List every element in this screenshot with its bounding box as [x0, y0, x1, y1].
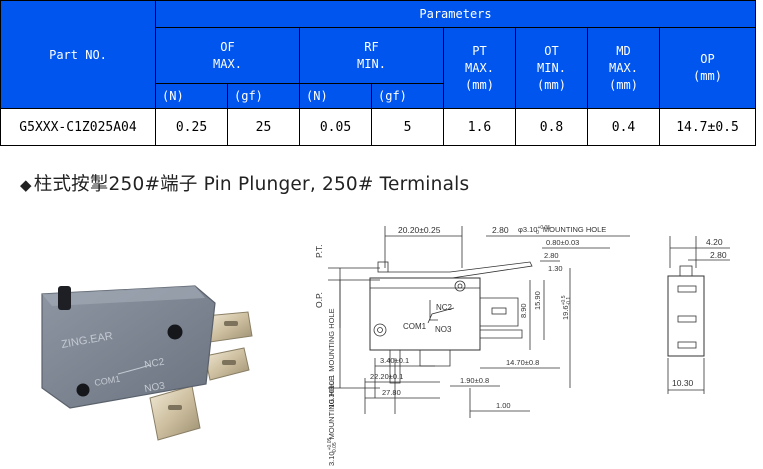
svg-text:O.P.: O.P.	[314, 292, 324, 308]
cell-of-gf: 25	[227, 108, 300, 146]
of-n-unit: (N)	[155, 83, 228, 109]
cell-rf-gf: 5	[371, 108, 444, 146]
svg-text:8.90: 8.90	[519, 303, 528, 318]
svg-text:14.70±0.8: 14.70±0.8	[506, 358, 539, 367]
svg-text:15.90: 15.90	[533, 291, 542, 310]
dimension-drawing-end: 4.20 2.80 10.30	[667, 236, 730, 394]
svg-text:1.90±0.8: 1.90±0.8	[460, 376, 489, 385]
svg-text:22.20±0.1: 22.20±0.1	[370, 372, 403, 381]
svg-text:19.6+0.5-0.1: 19.6+0.5-0.1	[561, 295, 572, 320]
terminal-com	[149, 385, 201, 441]
cell-ot: 0.8	[515, 108, 588, 146]
svg-text:COM1: COM1	[94, 374, 121, 388]
svg-text:NO3: NO3	[435, 325, 452, 334]
part-no-header: Part NO.	[0, 0, 156, 109]
svg-text:2.80: 2.80	[544, 251, 559, 260]
of-gf-unit: (gf)	[227, 83, 300, 109]
cell-of-n: 0.25	[155, 108, 228, 146]
svg-text:3.40±0.1: 3.40±0.1	[380, 356, 409, 365]
dimension-drawing-side: P.T. O.P. 10.30±0.1MOUNTING HOLE 3.10+0.…	[314, 225, 630, 466]
svg-text:NC2: NC2	[144, 357, 166, 371]
svg-text:20.20±0.25: 20.20±0.25	[398, 225, 441, 235]
svg-text:3.10+0.05-0.05MOUNTING HOLE: 3.10+0.05-0.05MOUNTING HOLE	[327, 376, 338, 466]
rf-n-unit: (N)	[299, 83, 372, 109]
svg-text:1.30: 1.30	[548, 264, 563, 273]
section-heading: ◆柱式按掣250#端子 Pin Plunger, 250# Terminals	[20, 170, 469, 196]
cell-pt: 1.6	[443, 108, 516, 146]
svg-text:NO3: NO3	[144, 380, 167, 394]
svg-text:1.00: 1.00	[496, 401, 511, 410]
svg-text:27.80: 27.80	[382, 388, 401, 397]
svg-text:NC2: NC2	[436, 303, 453, 312]
svg-text:2.80: 2.80	[710, 250, 727, 260]
cell-part-no: G5XXX-C1Z025A04	[0, 108, 156, 146]
plunger	[58, 286, 71, 310]
svg-text:2.80: 2.80	[492, 225, 509, 235]
svg-text:4.20: 4.20	[706, 237, 723, 247]
diamond-bullet-icon: ◆	[20, 176, 32, 194]
section-heading-text: 柱式按掣250#端子 Pin Plunger, 250# Terminals	[33, 174, 470, 195]
product-photo: ZING.EAR NC2 COM1 NO3	[41, 285, 253, 441]
parameters-header: Parameters	[155, 0, 756, 28]
svg-text:0.80±0.03: 0.80±0.03	[546, 238, 579, 247]
svg-text:10.30±0.1MOUNTING HOLE: 10.30±0.1MOUNTING HOLE	[327, 308, 336, 408]
cell-md: 0.4	[587, 108, 660, 146]
cell-op: 14.7±0.5	[659, 108, 756, 146]
cell-rf-n: 0.05	[299, 108, 372, 146]
rf-gf-unit: (gf)	[371, 83, 444, 109]
svg-text:COM1: COM1	[403, 322, 427, 331]
svg-text:P.T.: P.T.	[314, 244, 324, 258]
svg-text:10.30: 10.30	[672, 378, 694, 388]
op-header: OP(mm)	[659, 27, 756, 109]
